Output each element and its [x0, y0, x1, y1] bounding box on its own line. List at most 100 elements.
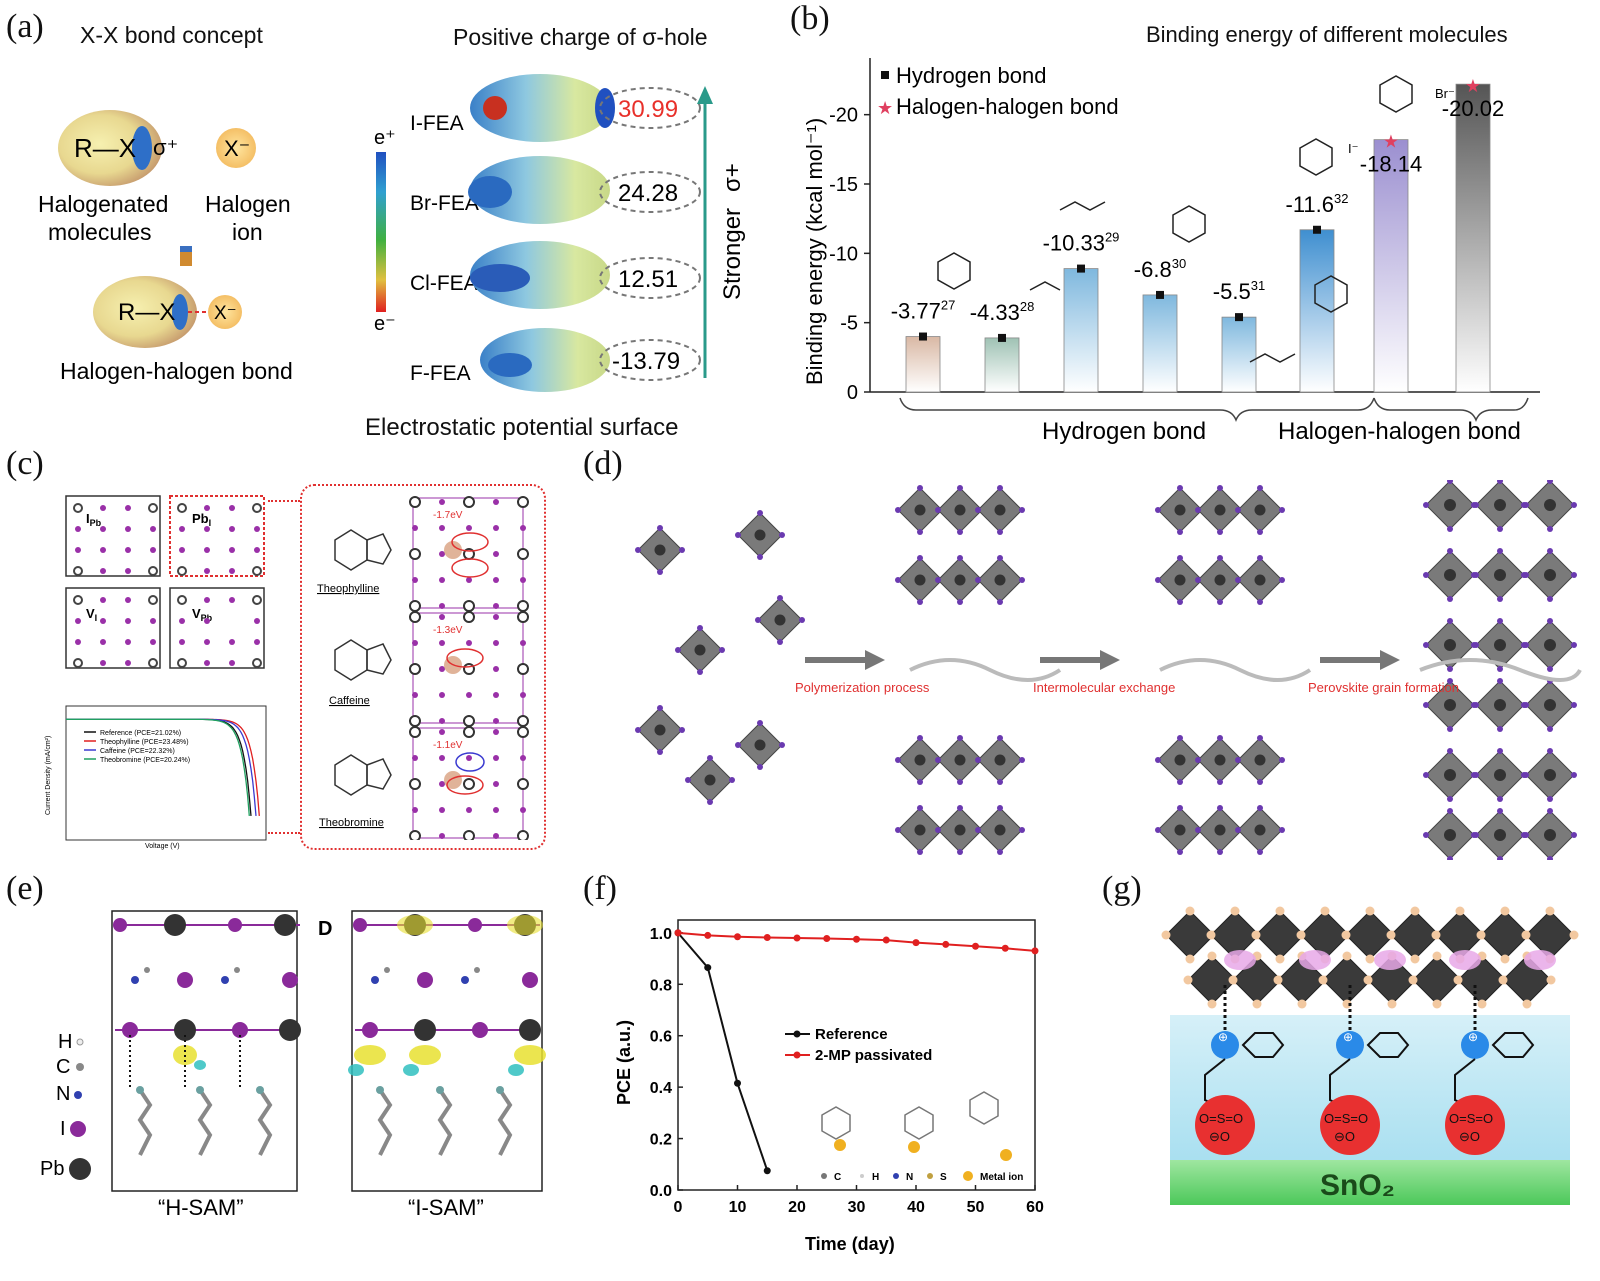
corner-atom: [1431, 930, 1441, 940]
bar: [1299, 229, 1335, 393]
pb-atom: [252, 595, 262, 605]
pb-atom: [409, 726, 421, 738]
stronger-label: Stronger: [719, 208, 746, 300]
i-atom: [493, 718, 499, 724]
i-atom: [439, 755, 445, 761]
iodide: [895, 827, 901, 833]
i-atom: [493, 603, 499, 609]
i-atom: [468, 918, 482, 932]
iodide: [679, 727, 685, 733]
y-tick-label: -10: [829, 243, 858, 265]
corner-atom: [1522, 999, 1532, 1009]
pb-center: [1254, 754, 1266, 766]
pb-center: [1494, 699, 1506, 711]
bar-value-label: -20.02: [1442, 96, 1504, 121]
molecule-caffeine: Caffeine: [329, 695, 370, 707]
i-atom: [493, 525, 499, 531]
corner-atom: [1207, 951, 1217, 961]
pb-center: [654, 544, 666, 556]
corner-atom: [1387, 999, 1397, 1009]
sulfonate-label: O=S=O: [1324, 1111, 1368, 1126]
i-atom: [229, 660, 235, 666]
corner-atom: [1185, 906, 1195, 916]
bar-marker: [1156, 290, 1164, 299]
esp-molecule-br: [468, 156, 610, 224]
iodide: [777, 595, 783, 601]
i-atom: [472, 1022, 488, 1038]
iodide: [679, 547, 685, 553]
pb-center: [1544, 569, 1556, 581]
xbond-group-label: Halogen-halogen bond: [1278, 418, 1521, 445]
cation: [1449, 950, 1481, 970]
i-atom: [179, 618, 185, 624]
sam-interface-scheme: SnO₂ ⊕O=S=O⊖O⊕O=S=O⊖O⊕O=S=O⊖O: [1161, 906, 1579, 1205]
i-atom: [417, 972, 433, 988]
x-tick-label: 40: [907, 1199, 925, 1216]
pb-center: [1444, 639, 1456, 651]
i-atom: [439, 807, 445, 813]
iodide: [657, 569, 663, 575]
i-atom: [493, 833, 499, 839]
i-atom: [125, 568, 131, 574]
bar: [984, 337, 1020, 393]
i-atom: [100, 639, 106, 645]
corner-atom: [1569, 930, 1579, 940]
iodide: [799, 617, 805, 623]
i-atom: [520, 807, 526, 813]
iodide: [1235, 507, 1241, 513]
i-atom: [204, 618, 210, 624]
halogen-concept-diagram: R—X σ⁺ X⁻ Halogenated molecules Halogen …: [38, 110, 293, 384]
corner-atom: [1296, 930, 1306, 940]
polymer-chain: [909, 658, 1062, 682]
i-atom: [493, 614, 499, 620]
i-atom: [412, 755, 418, 761]
pb-center: [1214, 504, 1226, 516]
pb-center: [1174, 574, 1186, 586]
pb-atom: [463, 496, 475, 508]
iodide: [1423, 502, 1429, 508]
corner-atom: [1477, 999, 1487, 1009]
iodide: [1523, 572, 1529, 578]
defect-label-ipb: I: [86, 511, 90, 526]
atom-legend-c: C: [834, 1172, 841, 1183]
iodide: [757, 554, 763, 560]
i-atom: [412, 640, 418, 646]
pb-center: [1214, 574, 1226, 586]
defect-label-vi: V: [86, 606, 95, 621]
i-atom: [150, 526, 156, 532]
iodide: [729, 777, 735, 783]
iodide: [1217, 849, 1223, 855]
n-atom: [131, 976, 139, 984]
iodide: [1177, 849, 1183, 855]
pb-center: [1494, 499, 1506, 511]
i-atom: [75, 547, 81, 553]
corner-atom: [1273, 975, 1283, 985]
y-tick-label: -15: [829, 174, 858, 196]
iodide: [1447, 618, 1453, 624]
energy-theobromine: -1.1eV: [433, 740, 463, 751]
iodide: [1155, 577, 1161, 583]
down-arrow-marker: [180, 252, 192, 266]
iodide: [1195, 827, 1201, 833]
bar-marker: [1077, 264, 1085, 273]
i-atom: [75, 526, 81, 532]
pb-center: [1444, 499, 1456, 511]
stronger-sigma-label: σ+: [719, 163, 746, 192]
i-atom: [125, 547, 131, 553]
pb-center: [1214, 824, 1226, 836]
iodide: [1473, 572, 1479, 578]
iodide: [1547, 666, 1553, 672]
i-atom: [493, 499, 499, 505]
sno2-label: SnO₂: [1320, 1169, 1395, 1202]
iodide: [1547, 480, 1553, 484]
pb-atom: [517, 496, 529, 508]
iodide: [1497, 526, 1503, 532]
iodide: [1497, 666, 1503, 672]
iodide: [1571, 572, 1577, 578]
iodide: [757, 764, 763, 770]
i-atom: [229, 526, 235, 532]
pb-atom: [252, 566, 262, 576]
corner-atom: [1297, 999, 1307, 1009]
sulfonate-charge: ⊖O: [1209, 1129, 1230, 1144]
iodide: [1547, 748, 1553, 754]
